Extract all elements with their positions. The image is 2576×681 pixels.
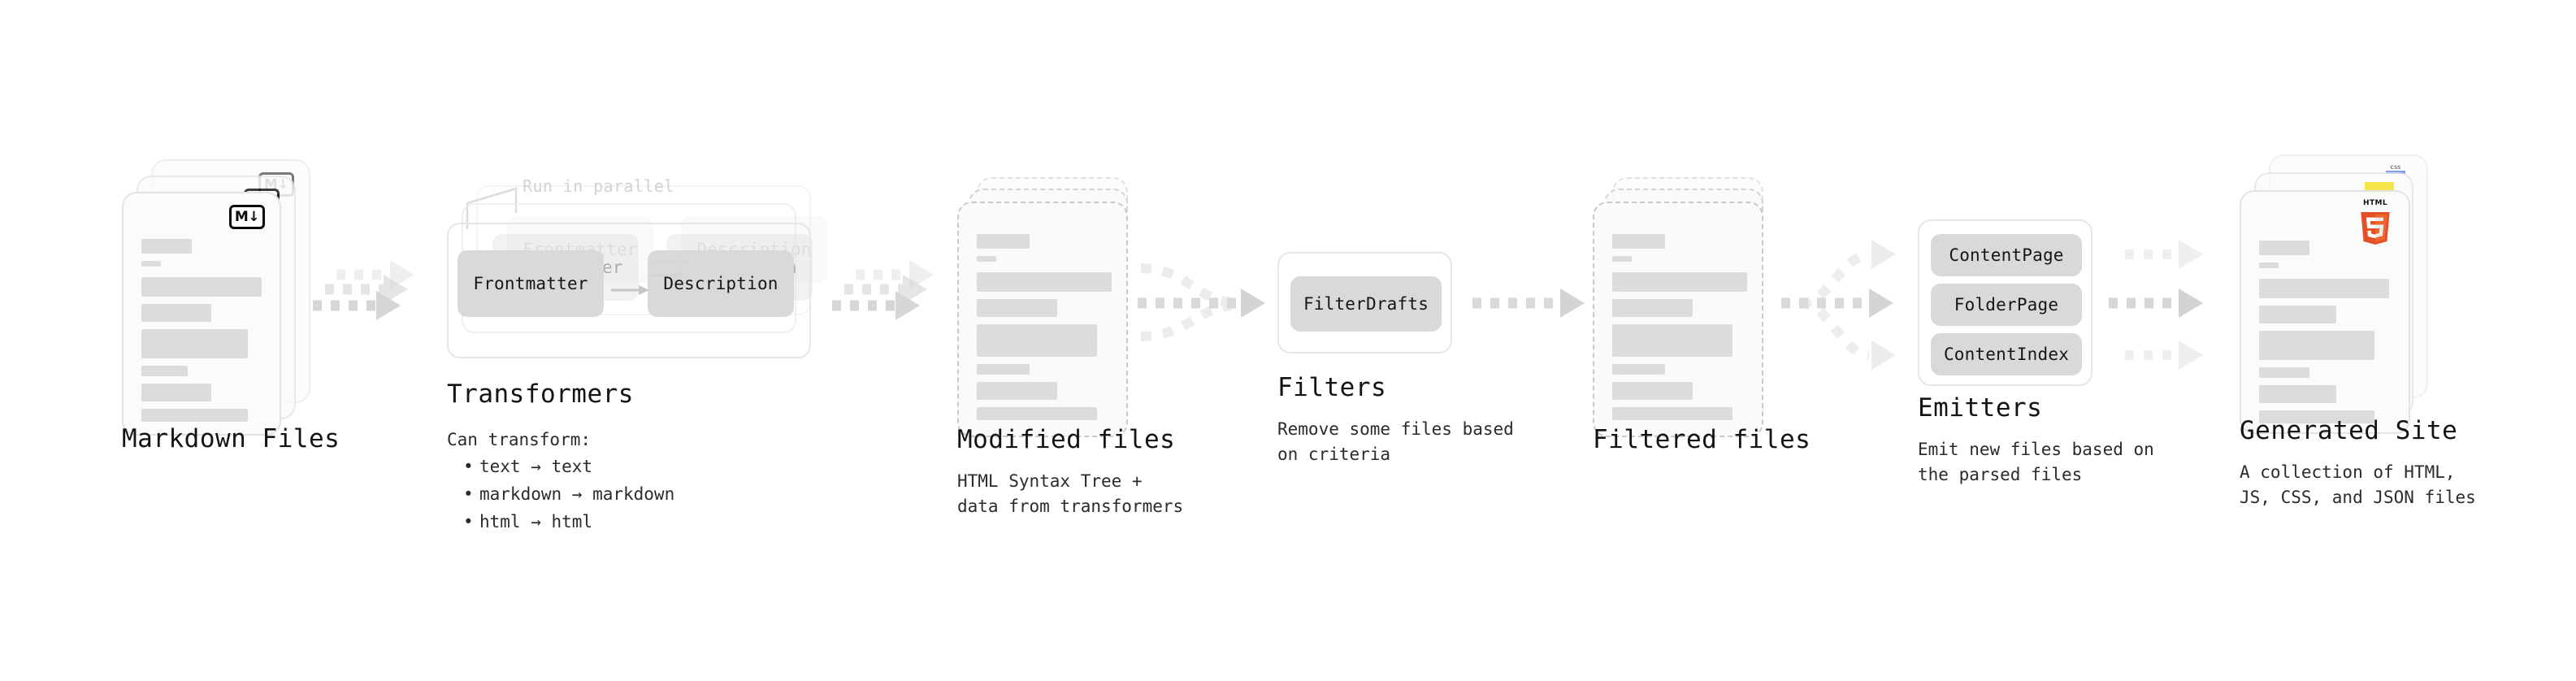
generated-card-front: HTML	[2240, 190, 2410, 434]
skeleton-bar	[2259, 331, 2374, 360]
modified-files-caption: Modified files HTML Syntax Tree + data f…	[957, 425, 1299, 519]
emitters-group: ContentPage FolderPage ContentIndex	[1918, 219, 2129, 390]
stage-description: A collection of HTML, JS, CSS, and JSON …	[2240, 462, 2476, 507]
modified-files-card-stack	[957, 177, 1144, 437]
markdown-card-front: M↓	[122, 192, 281, 436]
connector-modified-to-filters	[1138, 263, 1265, 341]
skeleton-bar	[2259, 385, 2336, 403]
transformers-intro: Can transform:	[447, 429, 592, 449]
filters-group-box: FilterDrafts	[1277, 252, 1452, 354]
skeleton-bar	[141, 239, 192, 254]
skeleton-bar	[2259, 306, 2336, 323]
skeleton-bar	[977, 299, 1057, 317]
html5-icon: HTML	[2357, 200, 2394, 245]
skeleton-bar	[141, 409, 248, 422]
stage-description: Emit new files based on the parsed files	[1918, 439, 2154, 484]
skeleton-bar	[141, 261, 161, 267]
transformer-group-front: Frontmatter Description	[447, 223, 811, 358]
markdown-icon: M↓	[229, 205, 265, 229]
skeleton-bar	[1612, 234, 1665, 249]
stage-title: Emitters	[1918, 393, 2043, 423]
modified-card-front	[957, 202, 1128, 437]
skeleton-bar	[977, 234, 1030, 249]
modified-card-skeleton	[977, 234, 1112, 427]
run-in-parallel-annotation: Run in parallel	[523, 176, 674, 196]
connector-md-to-transformers	[313, 260, 414, 320]
stage-title: Generated Site	[2240, 416, 2458, 445]
filtered-card-skeleton	[1612, 234, 1747, 427]
markdown-card-skeleton	[141, 239, 262, 429]
skeleton-bar	[1612, 382, 1693, 400]
filter-pill-filterdrafts[interactable]: FilterDrafts	[1290, 276, 1442, 332]
skeleton-bar	[2259, 367, 2309, 378]
stage-title: Modified files	[957, 425, 1176, 454]
stage-modified-files: Modified files HTML Syntax Tree + data f…	[957, 0, 1183, 681]
skeleton-bar	[141, 329, 248, 358]
skeleton-bar	[141, 366, 188, 376]
filtered-files-caption: Filtered files	[1593, 425, 1934, 455]
stage-description: HTML Syntax Tree + data from transformer…	[957, 471, 1184, 516]
connector-filters-to-filtered	[1472, 288, 1585, 318]
skeleton-bar	[2259, 262, 2279, 268]
stage-title: Transformers	[447, 380, 634, 409]
skeleton-bar	[2259, 241, 2309, 255]
html5-shield-icon	[2361, 212, 2390, 245]
filters-group: FilterDrafts	[1277, 252, 1472, 358]
stage-filtered-files: Filtered files	[1593, 0, 1811, 681]
connector-filtered-to-emitters	[1781, 240, 1896, 370]
transformer-pill-frontmatter[interactable]: Frontmatter	[458, 250, 604, 317]
filtered-files-card-stack	[1593, 177, 1780, 437]
transformers-bullets: text → text markdown → markdown html → h…	[447, 453, 788, 536]
skeleton-bar	[977, 382, 1057, 400]
skeleton-bar	[141, 304, 211, 322]
skeleton-bar	[977, 364, 1030, 375]
stage-title: Filtered files	[1593, 425, 1811, 454]
skeleton-bar	[2259, 279, 2389, 298]
skeleton-bar	[977, 256, 996, 262]
skeleton-bar	[1612, 407, 1733, 420]
markdown-badge-front: M↓	[229, 205, 265, 229]
generated-card-skeleton	[2259, 241, 2391, 431]
emitter-pill-folderpage[interactable]: FolderPage	[1931, 284, 2082, 326]
skeleton-bar	[977, 324, 1097, 357]
stage-description: Remove some files based on criteria	[1277, 419, 1514, 464]
skeleton-bar	[141, 277, 262, 297]
generated-site-card-stack: CSS HTML	[2240, 154, 2443, 434]
html5-badge-slot: HTML	[2357, 200, 2394, 245]
connector-transformers-to-modified	[832, 260, 934, 320]
markdown-files-caption: Markdown Files	[122, 424, 463, 454]
bullet-item: html → html	[463, 508, 788, 536]
skeleton-bar	[977, 407, 1097, 420]
skeleton-bar	[1612, 364, 1665, 375]
stage-markdown-files: M↓ M↓ M↓	[122, 0, 340, 681]
skeleton-bar	[141, 384, 211, 401]
emitter-pill-contentpage[interactable]: ContentPage	[1931, 234, 2082, 276]
skeleton-bar	[1612, 299, 1693, 317]
emitters-caption: Emitters Emit new files based on the par…	[1918, 393, 2259, 488]
emitter-pill-contentindex[interactable]: ContentIndex	[1931, 333, 2082, 375]
filters-caption: Filters Remove some files based on crite…	[1277, 373, 1619, 467]
transformer-pill-description[interactable]: Description	[648, 250, 794, 317]
skeleton-bar	[977, 272, 1112, 292]
transformers-group-stack: Frontmatter Description Frontmatter Desc…	[447, 185, 829, 360]
filtered-card-front	[1593, 202, 1763, 437]
skeleton-bar	[1612, 324, 1733, 357]
skeleton-bar	[1612, 256, 1632, 262]
bullet-item: text → text	[463, 453, 788, 480]
emitters-group-box: ContentPage FolderPage ContentIndex	[1918, 219, 2092, 386]
stage-title: Markdown Files	[122, 424, 340, 453]
markdown-files-card-stack: M↓ M↓ M↓	[122, 159, 317, 436]
transformers-caption: Transformers Can transform: text → text …	[447, 380, 788, 536]
stage-generated-site: CSS HTML	[2240, 0, 2476, 681]
skeleton-bar	[2259, 410, 2374, 423]
generated-site-caption: Generated Site A collection of HTML, JS,…	[2240, 416, 2576, 510]
bullet-item: markdown → markdown	[463, 480, 788, 508]
stage-title: Filters	[1277, 373, 1387, 402]
skeleton-bar	[1612, 272, 1747, 292]
